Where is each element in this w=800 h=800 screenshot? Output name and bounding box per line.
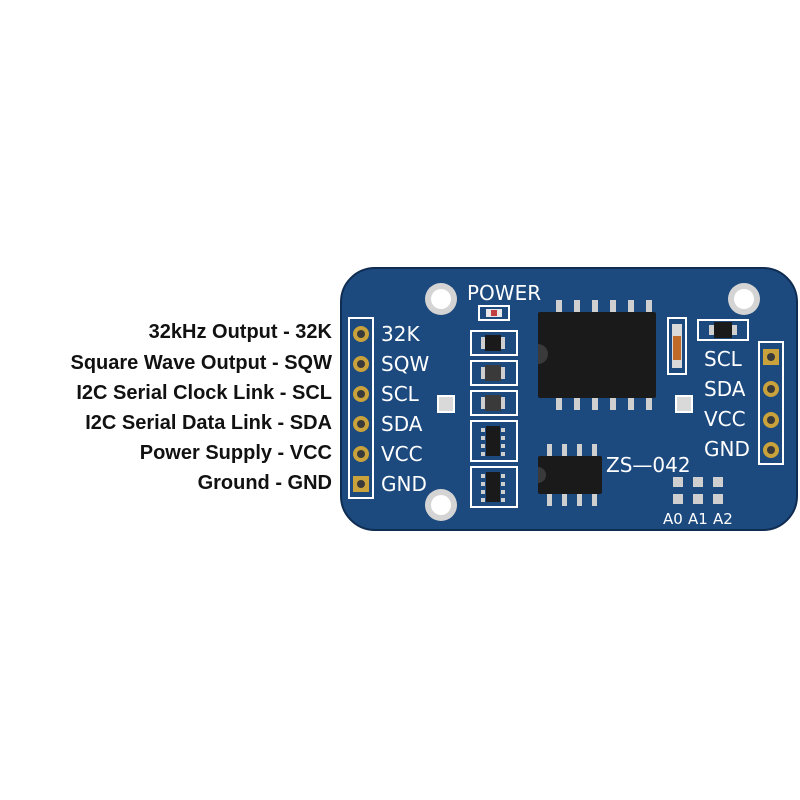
pin-legend-gnd: Ground - GND <box>197 472 332 494</box>
smd-component-2 <box>470 360 518 386</box>
pin-legend-sqw: Square Wave Output - SQW <box>70 352 333 374</box>
right-pin-hole-vcc <box>763 412 779 428</box>
right-header-pins <box>763 349 779 458</box>
eeprom-chip <box>538 444 602 506</box>
pin-hole-32k <box>353 326 369 342</box>
power-label: POWER <box>467 281 541 305</box>
mounting-hole-top-left <box>425 283 457 315</box>
smd-component-3 <box>470 390 518 416</box>
pin-hole-sqw <box>353 356 369 372</box>
resistor-network-2 <box>470 466 518 508</box>
diode <box>667 317 687 375</box>
pin-hole-scl <box>353 386 369 402</box>
right-pin-hole-sda <box>763 381 779 397</box>
test-pad-right <box>675 395 693 413</box>
pin-legend-sda: I2C Serial Data Link - SDA <box>85 412 332 434</box>
right-pin-hole-gnd <box>763 442 779 458</box>
right-pin-label-scl: SCL <box>704 347 743 371</box>
left-pin-label-32k: 32K <box>381 322 420 346</box>
address-label-a0: A0 <box>663 510 683 528</box>
rtc-chip <box>538 300 656 410</box>
left-pin-label-vcc: VCC <box>381 442 423 466</box>
right-header-outline <box>758 341 784 465</box>
resistor-network-1 <box>470 420 518 462</box>
smd-component-top-right <box>697 319 749 341</box>
mounting-hole-bottom-left <box>425 489 457 521</box>
pin-hole-vcc <box>353 446 369 462</box>
pin-legend-32k: 32kHz Output - 32K <box>148 321 332 343</box>
model-label: ZS—042 <box>606 453 691 477</box>
left-pin-label-sqw: SQW <box>381 352 429 376</box>
right-pin-label-vcc: VCC <box>704 407 746 431</box>
pin-legend-scl: I2C Serial Clock Link - SCL <box>76 382 332 404</box>
pin-legend-vcc: Power Supply - VCC <box>139 442 332 464</box>
left-header-pins <box>353 326 369 492</box>
pin-hole-sda <box>353 416 369 432</box>
test-pad-left <box>437 395 455 413</box>
mounting-hole-top-right <box>728 283 760 315</box>
right-pin-label-sda: SDA <box>704 377 746 401</box>
left-header-outline <box>348 317 374 499</box>
left-pin-label-sda: SDA <box>381 412 423 436</box>
smd-component-1 <box>470 330 518 356</box>
right-pin-hole-scl <box>763 349 779 365</box>
right-pin-label-gnd: GND <box>704 437 750 461</box>
pcb-board <box>340 267 798 531</box>
left-pin-label-gnd: GND <box>381 472 427 496</box>
power-led <box>478 305 510 321</box>
address-label-a2: A2 <box>713 510 733 528</box>
pin-hole-gnd <box>353 476 369 492</box>
left-pin-label-scl: SCL <box>381 382 420 406</box>
address-solder-pads <box>673 477 723 504</box>
address-label-a1: A1 <box>688 510 708 528</box>
